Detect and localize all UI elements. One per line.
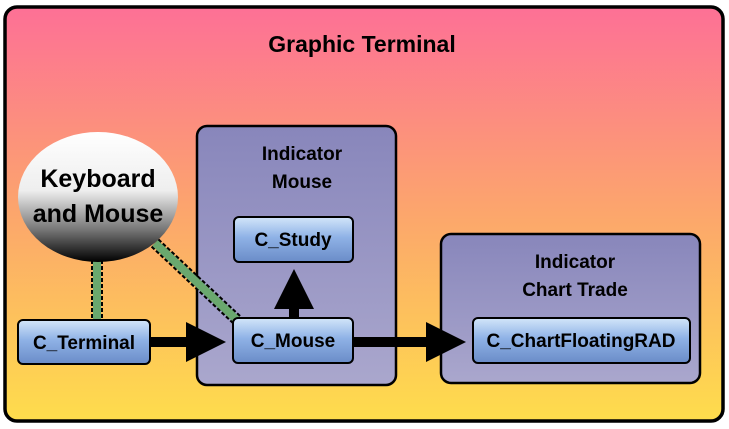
node-c-chartfloatingrad: C_ChartFloatingRAD (472, 317, 691, 364)
keyboard-mouse-node (18, 132, 178, 262)
c-study-label: C_Study (254, 230, 332, 251)
c-terminal-label: C_Terminal (33, 333, 135, 354)
indicator-chart-trade-label-2: Chart Trade (522, 280, 628, 301)
diagram-title: Graphic Terminal (268, 31, 455, 57)
node-c-study: C_Study (233, 216, 354, 263)
keyboard-mouse-label-2: and Mouse (33, 200, 164, 228)
indicator-chart-trade-label-1: Indicator (535, 252, 616, 273)
link-input-to-mouse (150, 238, 242, 325)
keyboard-mouse-label-1: Keyboard (40, 165, 155, 193)
node-c-mouse: C_Mouse (232, 317, 354, 364)
indicator-mouse-label-2: Mouse (272, 172, 332, 193)
c-chartfloatingrad-label: C_ChartFloatingRAD (487, 331, 676, 352)
c-mouse-label: C_Mouse (251, 331, 335, 352)
node-c-terminal: C_Terminal (17, 319, 151, 365)
indicator-mouse-label-1: Indicator (262, 144, 343, 165)
